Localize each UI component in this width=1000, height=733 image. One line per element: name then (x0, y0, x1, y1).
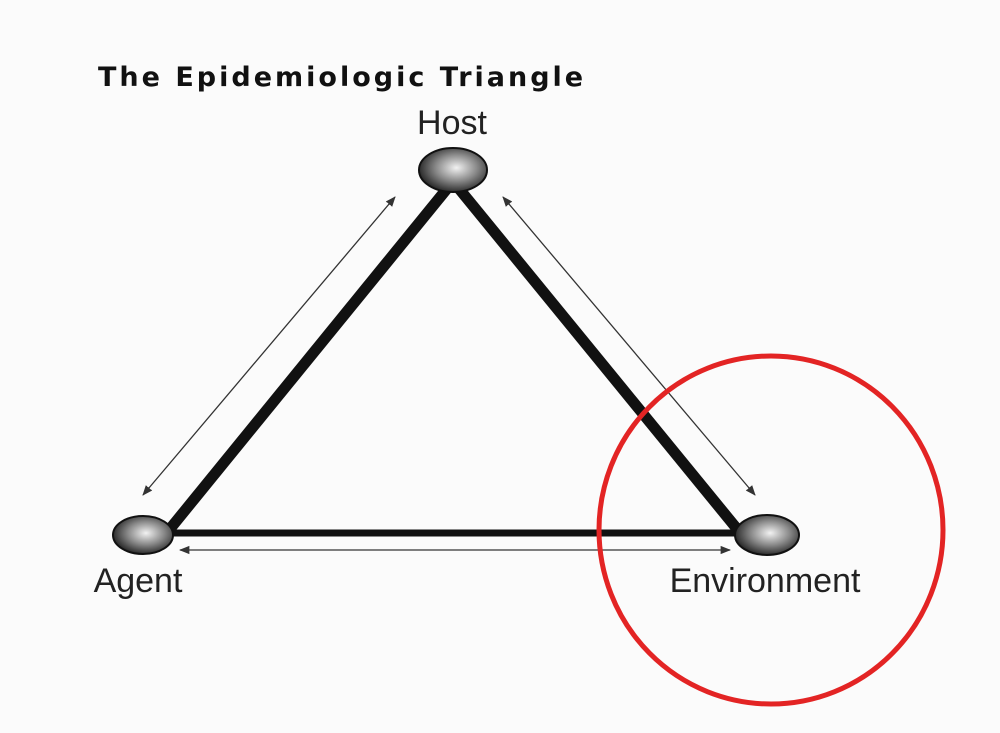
environment-label: Environment (670, 562, 861, 600)
highlight-circle (596, 353, 946, 707)
edge-host-agent (160, 181, 455, 539)
agent-label: Agent (94, 562, 183, 600)
host-label: Host (417, 104, 487, 142)
host-node (418, 147, 488, 193)
agent-node (112, 515, 174, 555)
environment-node (734, 514, 800, 556)
arrow-host-agent (142, 196, 396, 496)
arrow-host-environment (502, 196, 756, 496)
diagram-title: The Epidemiologic Triangle (98, 62, 586, 93)
edge-host-environment (451, 181, 747, 539)
